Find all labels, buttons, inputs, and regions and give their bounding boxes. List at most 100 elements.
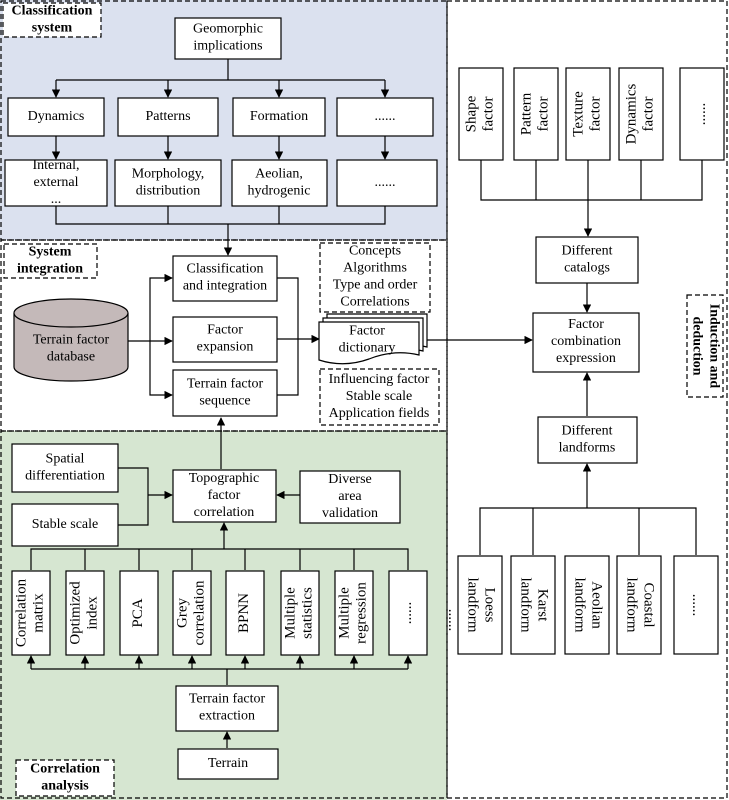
- detail-box-dynamics: [4, 159, 108, 207]
- spatial-differentiation-box: [11, 443, 119, 493]
- dictionary-notes-top: [319, 242, 431, 313]
- landform-label-aeolian-landform: Aeolianlandform: [571, 578, 604, 633]
- landform-label-loess-landform: Loesslandform: [464, 578, 497, 633]
- factor-box-dynamics-factor: [618, 67, 664, 161]
- landforms-ellipsis: ......: [445, 609, 461, 632]
- different-landforms-box: [537, 416, 638, 464]
- method-label-pca: PCA: [130, 598, 146, 627]
- classification-integration-box: [172, 255, 278, 302]
- detail-label-dynamics: Internal,external...: [32, 158, 79, 207]
- integration-border: [0, 239, 448, 432]
- detail-box-more: [336, 159, 438, 207]
- factor-expansion-box: [172, 316, 278, 363]
- terrain-label: Terrain: [208, 756, 248, 771]
- landform-types: Loesslandform Karstlandform Aeolianlandfor…: [457, 555, 719, 655]
- method-label-grey-correlation: Greycorrelation: [175, 580, 208, 645]
- landform-label-more: ......: [689, 594, 705, 617]
- terrain-box: [177, 748, 279, 780]
- section-title-induction: Induction anddeduction: [689, 304, 721, 389]
- method-label-multiple-statistics: Multiplestatistics: [283, 587, 316, 639]
- factor-box-more: [679, 67, 725, 161]
- category-box-patterns: [117, 97, 219, 137]
- correlation-methods: Correlationmatrix Optimizedindex PCA Greyco…: [11, 570, 428, 656]
- method-label-optimized-index: Optimizedindex: [68, 581, 101, 645]
- factor-combination-expression-box: [532, 312, 640, 373]
- landform-box-karst-landform: [510, 555, 556, 655]
- factor-label-more: ......: [693, 103, 709, 126]
- method-box-grey-correlation: [172, 570, 212, 656]
- terrain-factor-extraction-box: [175, 685, 279, 732]
- section-tag-induction: Induction anddeduction: [686, 294, 724, 398]
- diverse-area-validation-box: [299, 470, 401, 524]
- factor-label-dynamics-factor: Dynamicsfactor: [624, 83, 657, 144]
- method-label-correlation-matrix: Correlationmatrix: [14, 578, 47, 647]
- detail-label-more: ......: [375, 175, 396, 190]
- dictionary-notes-bottom: [319, 368, 440, 426]
- landform-box-coastal-landform: [616, 555, 662, 655]
- landform-box-aeolian-landform: [564, 555, 610, 655]
- classification-border: [0, 0, 448, 241]
- topographic-factor-correlation-box: [172, 469, 277, 523]
- factor-label-pattern-factor: Patternfactor: [519, 92, 552, 135]
- geomorphic-implications-box: [174, 17, 282, 60]
- landform-box-loess-landform: [457, 555, 503, 655]
- category-label-formation: Formation: [250, 109, 308, 124]
- terrain-factor-sequence-box: [172, 369, 278, 417]
- category-box-more: [336, 97, 434, 137]
- detail-box-patterns: [114, 159, 222, 207]
- different-catalogs-box: [535, 236, 639, 284]
- stable-scale-label: Stable scale: [32, 517, 98, 532]
- method-box-pca: [119, 570, 159, 656]
- detail-box-formation: [231, 159, 328, 207]
- category-label-dynamics: Dynamics: [28, 109, 85, 124]
- category-box-formation: [232, 97, 326, 137]
- landform-label-coastal-landform: Coastallandform: [623, 578, 656, 633]
- method-box-correlation-matrix: [11, 570, 51, 656]
- factor-box-pattern-factor: [513, 67, 559, 161]
- category-label-more: ......: [375, 109, 396, 124]
- factor-box-shape-factor: [458, 67, 504, 161]
- correlation-border: [0, 430, 448, 799]
- detail-label-patterns: Morphology,distribution: [132, 167, 205, 199]
- landform-box-more: [673, 555, 719, 655]
- factor-label-shape-factor: Shapefactor: [464, 95, 497, 132]
- method-label-more: ......: [399, 602, 415, 625]
- category-label-patterns: Patterns: [145, 109, 190, 124]
- landform-label-karst-landform: Karstlandform: [517, 578, 550, 633]
- method-box-bpnn: [225, 570, 265, 656]
- method-label-bpnn: BPNN: [236, 593, 252, 633]
- method-box-more: [388, 570, 428, 656]
- detail-label-formation: Aeolian,hydrogenic: [248, 167, 311, 199]
- method-box-multiple-regression: [334, 570, 374, 656]
- method-label-multiple-regression: Multipleregression: [337, 582, 370, 644]
- method-box-multiple-statistics: [280, 570, 320, 656]
- method-arrows: [26, 655, 413, 669]
- induction-border: [446, 0, 728, 799]
